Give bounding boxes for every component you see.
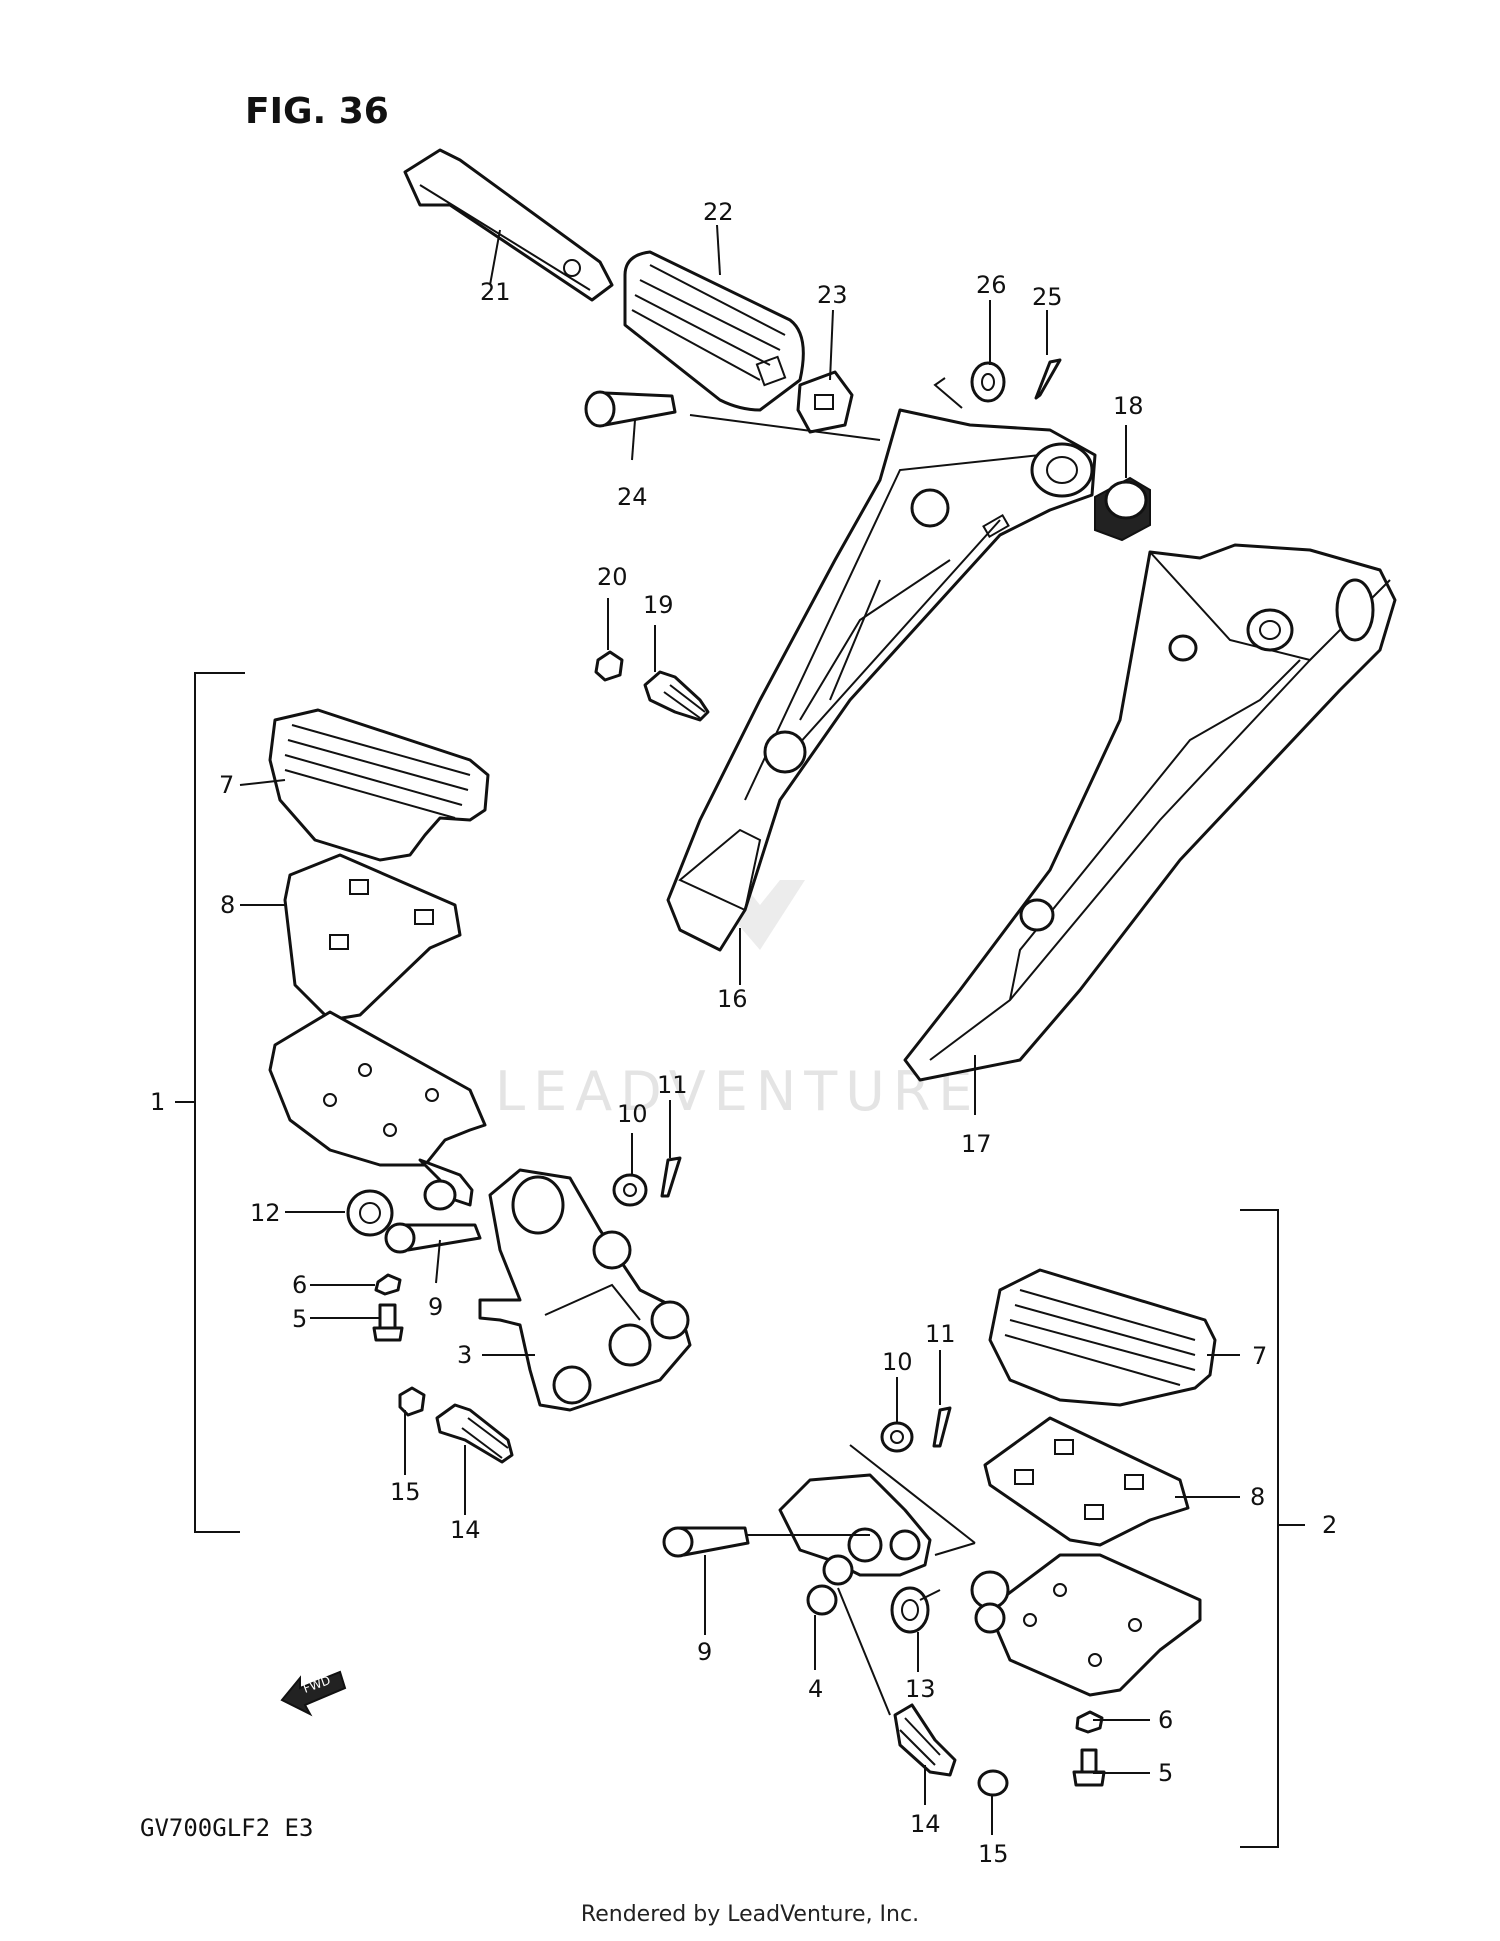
part-16-bracket (666, 408, 1097, 952)
part-12-spring (346, 1189, 394, 1237)
part-8-plate-left (283, 853, 462, 1022)
callout-22: 22 (703, 198, 734, 226)
part-10-washer-left (612, 1173, 648, 1207)
callout-1: 1 (150, 1088, 165, 1116)
callout-26: 26 (976, 271, 1007, 299)
callout-15-right: 15 (978, 1840, 1009, 1868)
callout-6-left: 6 (292, 1271, 307, 1299)
part-13-spring (890, 1586, 941, 1634)
part-11-cotter-right (932, 1406, 952, 1448)
part-26-washer (970, 361, 1006, 403)
callout-20: 20 (597, 563, 628, 591)
callout-16: 16 (717, 985, 748, 1013)
part-21-shaft (403, 148, 614, 302)
callout-21: 21 (480, 278, 511, 306)
part-20-nut (594, 650, 624, 682)
callout-10-left: 10 (617, 1100, 648, 1128)
part-5-bolt-right (1072, 1748, 1106, 1787)
callout-7-right: 7 (1252, 1342, 1267, 1370)
figure-title: FIG. 36 (245, 91, 389, 132)
footer-credit: Rendered by LeadVenture, Inc. (580, 1902, 920, 1927)
callout-7-left: 7 (219, 771, 234, 799)
callout-10-right: 10 (882, 1348, 913, 1376)
part-7-rubber-right (988, 1268, 1217, 1407)
leader-lines (239, 224, 1240, 1835)
callout-24: 24 (617, 483, 648, 511)
callout-3: 3 (457, 1341, 472, 1369)
footboard-right (970, 1553, 1202, 1697)
callout-5-left: 5 (292, 1305, 307, 1333)
callout-13: 13 (905, 1675, 936, 1703)
part-3-bracket (478, 1168, 692, 1412)
part-18-bushing (1094, 476, 1151, 542)
part-15-nut-left (398, 1386, 426, 1417)
callout-23: 23 (817, 281, 848, 309)
part-6-nut-right (1075, 1710, 1104, 1734)
part-25-cotter-pin (1034, 358, 1062, 400)
part-14-bolt-left (435, 1403, 514, 1464)
callout-8-left: 8 (220, 891, 235, 919)
callout-4: 4 (808, 1675, 823, 1703)
callout-15-left: 15 (390, 1478, 421, 1506)
part-8-plate-right (983, 1416, 1190, 1547)
part-4-pivot (778, 1444, 976, 1616)
callout-12: 12 (250, 1199, 281, 1227)
callout-11-right: 11 (925, 1320, 956, 1348)
callout-labels: 21 22 23 24 26 25 18 20 19 16 17 1 7 8 1… (150, 198, 1337, 1868)
part-22-footpeg-rubber (623, 250, 805, 412)
callout-14-left: 14 (450, 1516, 481, 1544)
part-10-washer-right (880, 1421, 914, 1453)
part-19-bolt (643, 670, 710, 722)
callout-18: 18 (1113, 392, 1144, 420)
callout-8-right: 8 (1250, 1483, 1265, 1511)
model-code: GV700GLF2 E3 (140, 1814, 313, 1842)
callout-5-right: 5 (1158, 1759, 1173, 1787)
part-11-cotter-left (660, 1156, 682, 1198)
fwd-arrow-icon: FWD (280, 1670, 347, 1717)
callout-19: 19 (643, 591, 674, 619)
part-23-plate (796, 370, 854, 434)
watermark-text: LEADVENTURE (495, 1060, 980, 1123)
footboard-left (268, 1010, 487, 1211)
part-7-rubber-left (268, 708, 490, 862)
callout-25: 25 (1032, 283, 1063, 311)
part-9-pin-left (384, 1222, 482, 1254)
callout-14-right: 14 (910, 1810, 941, 1838)
part-17-bracket (903, 543, 1397, 1082)
part-5-bolt-left (372, 1303, 404, 1342)
callout-6-right: 6 (1158, 1706, 1173, 1734)
callout-2: 2 (1322, 1511, 1337, 1539)
callout-9-right: 9 (697, 1638, 712, 1666)
callout-9-left: 9 (428, 1293, 443, 1321)
part-15-cap-right (977, 1769, 1009, 1797)
watermark: LEADVENTURE (495, 800, 980, 1123)
part-6-nut-left (374, 1273, 402, 1296)
callout-11-left: 11 (657, 1071, 688, 1099)
callout-17: 17 (961, 1130, 992, 1158)
part-14-bolt-right (893, 1703, 957, 1777)
part-24-pin (584, 390, 881, 441)
part-9-pin-right (662, 1526, 870, 1558)
